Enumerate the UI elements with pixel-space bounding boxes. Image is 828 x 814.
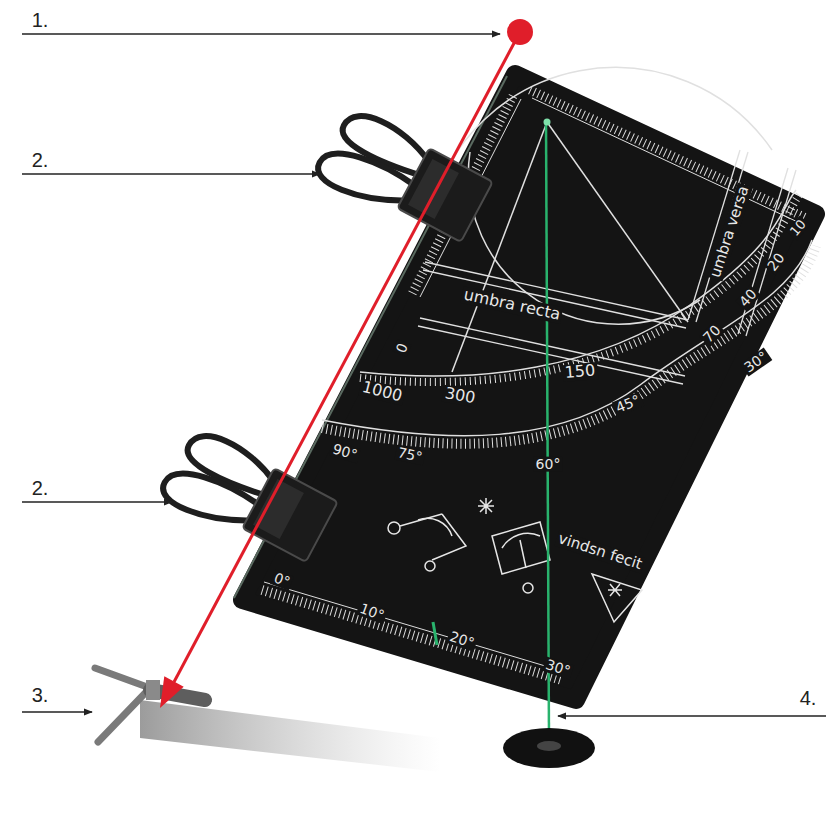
scale-number: 0 (393, 339, 411, 356)
plumb-line (537, 741, 561, 751)
sight-line (160, 676, 184, 708)
degree-label: 20° (446, 629, 478, 652)
scale-number: 10 (786, 216, 810, 241)
umbra-square (746, 170, 796, 336)
quadrant-scale (547, 122, 688, 322)
scale-ruler (264, 582, 562, 671)
binder-clip (397, 148, 492, 242)
instruction-symbols (520, 540, 526, 568)
maker-mark: vindsn fecit (554, 530, 645, 573)
plumb-line (546, 122, 549, 740)
scale-number: 20 (763, 249, 788, 275)
scale-ruler (532, 98, 802, 224)
plumb-line (433, 622, 437, 645)
callout-number: 3. (30, 685, 51, 706)
scale-number: 300 (442, 385, 479, 408)
plumb-line (503, 728, 595, 768)
instruction-symbols (492, 522, 550, 574)
quadrant-scale (322, 240, 812, 436)
binder-clip (408, 159, 459, 219)
quadrant-scale (452, 122, 547, 372)
scale-number: 1000 (358, 378, 405, 405)
leader-line (558, 715, 826, 717)
degree-label: 45° (612, 392, 644, 416)
umbra-square (418, 326, 683, 384)
callout-number: 2. (30, 150, 51, 171)
binder-clip (313, 105, 494, 252)
degree-label: 10° (356, 600, 388, 624)
umbra-square (420, 318, 685, 376)
degree-label: 0° (270, 570, 294, 591)
degree-label: 75° (394, 445, 425, 465)
leader-line (22, 33, 500, 35)
scale-number: 150 (562, 362, 598, 382)
quadrant-card (242, 74, 816, 700)
quadrant-scale (322, 67, 816, 443)
instruction-symbols (608, 584, 622, 596)
degree-label: 60° (534, 457, 563, 472)
instruction-symbols (523, 583, 533, 593)
scale-number: 70 (699, 321, 725, 347)
leader-line (22, 711, 92, 713)
scale-name: umbra recta (460, 286, 564, 324)
umbra-square (423, 270, 686, 328)
sight-line (507, 19, 533, 45)
binder-clip (158, 425, 339, 572)
callout-number: 2. (30, 478, 51, 499)
scale-ruler (262, 90, 806, 680)
scale-ruler (530, 90, 806, 218)
scale-number: 40 (735, 285, 761, 311)
sight-fork (146, 680, 160, 700)
leader-line (22, 501, 172, 503)
sight-line (174, 32, 520, 682)
instruction-symbols (592, 574, 642, 622)
instruction-symbols (418, 518, 452, 536)
callout-number: 1. (30, 10, 51, 31)
sight-line (160, 19, 533, 708)
scale-name: umbra versa (707, 182, 753, 281)
leader-line (22, 34, 826, 716)
quadrant-card (234, 74, 816, 700)
degree-label: 30° (542, 657, 574, 680)
binder-clip (242, 468, 337, 562)
instruction-symbols (425, 561, 435, 571)
instruction-symbols (478, 498, 494, 514)
degree-label: 30° (740, 348, 772, 377)
scale-ruler (262, 590, 562, 680)
plumb-line (544, 119, 551, 126)
plumb-line (433, 119, 595, 769)
callout-number: 4. (798, 688, 819, 709)
leader-line (22, 173, 320, 175)
degree-label: 90° (329, 441, 361, 463)
sight-fork (95, 668, 150, 742)
sight-fork (95, 668, 205, 742)
instruction-symbols (388, 522, 400, 534)
quadrant-scale (322, 246, 816, 444)
shadow (140, 700, 440, 772)
